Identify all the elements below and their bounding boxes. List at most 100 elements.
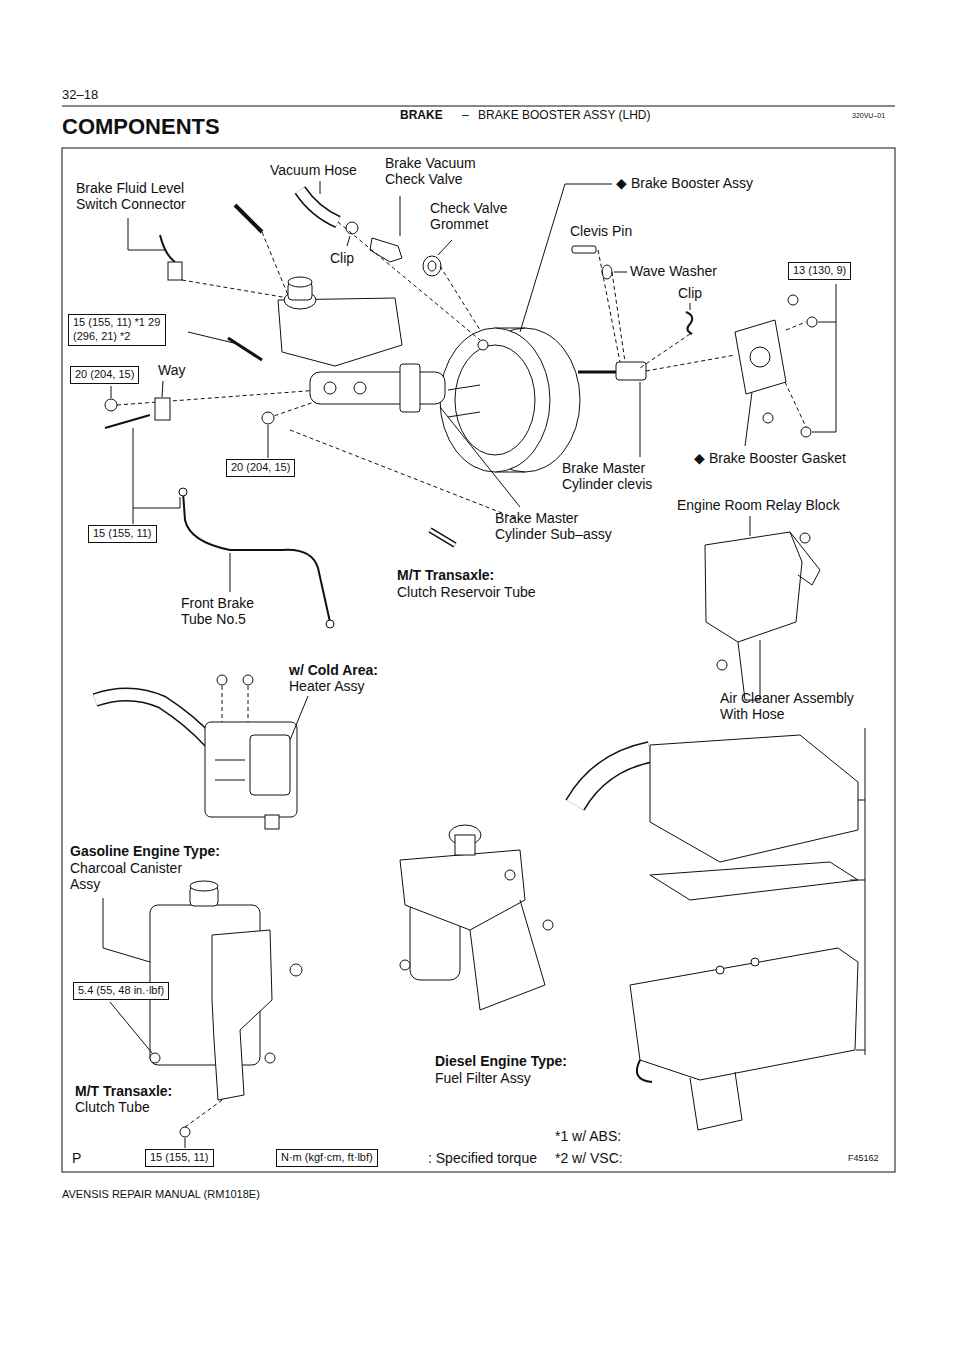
leader-lines-shape	[162, 381, 163, 397]
brake-booster-shape	[602, 265, 612, 279]
assembly-guide-lines-shape	[117, 390, 320, 405]
leader-lines-shape	[111, 386, 112, 398]
leader-lines-shape	[850, 728, 865, 1055]
relay-block-shape	[790, 532, 820, 585]
part-label: Wave Washer	[630, 263, 717, 279]
fuel-filter-shape	[505, 870, 515, 880]
assembly-guide-lines-shape	[785, 382, 806, 427]
assembly-guide-lines-shape	[182, 280, 300, 300]
brake-booster-shape	[788, 295, 798, 305]
part-label: ◆ Brake Booster Assy	[616, 175, 753, 191]
heater-assy-shape	[95, 694, 210, 742]
vacuum-parts-shape	[168, 262, 182, 280]
vacuum-parts-shape	[228, 338, 262, 360]
part-label: M/T Transaxle:	[75, 1083, 172, 1099]
leader-lines-shape	[188, 332, 238, 344]
leader-lines-shape	[438, 240, 452, 255]
part-label: Brake Fluid Level Switch Connector	[76, 180, 216, 212]
leader-lines-shape	[614, 272, 627, 273]
heater-assy-shape	[250, 735, 290, 795]
part-label: Front Brake Tube No.5	[181, 595, 276, 627]
leader-lines-shape	[230, 553, 231, 592]
charcoal-canister-shape	[180, 1127, 190, 1137]
torque-value: 15 (155, 11)	[93, 527, 152, 541]
part-label: Heater Assy	[289, 678, 364, 694]
part-label: Gasoline Engine Type:	[70, 843, 220, 859]
brake-booster-shape	[807, 317, 817, 327]
master-cylinder-shape	[310, 372, 445, 404]
torque-box: 15 (155, 11)	[145, 1149, 214, 1167]
part-label: BRAKE BOOSTER ASSY (LHD)	[478, 109, 651, 123]
fuel-filter-shape	[470, 900, 545, 1010]
assembly-guide-lines-shape	[268, 400, 320, 418]
part-label: Fuel Filter Assy	[435, 1070, 531, 1086]
torque-box: 13 (130, 9)	[788, 262, 851, 280]
page-frame-shape	[62, 106, 895, 107]
torque-value: 20 (204, 15)	[231, 461, 290, 475]
fuel-filter-shape	[543, 920, 553, 930]
brake-booster-shape	[448, 412, 480, 417]
charcoal-canister	[150, 881, 302, 1137]
page-title: COMPONENTS	[62, 114, 220, 139]
vacuum-parts-shape	[428, 261, 436, 271]
fuel-filter-shape	[400, 960, 410, 970]
relay-block-shape	[705, 532, 802, 642]
part-label: Clip	[330, 250, 354, 266]
leader-lines-shape	[103, 898, 150, 962]
relay-block	[705, 532, 820, 700]
leader-lines-shape	[268, 425, 269, 458]
air-cleaner-shape	[575, 752, 650, 805]
part-label: AVENSIS REPAIR MANUAL (RM1018E)	[62, 1188, 260, 1201]
torque-box: N·m (kgf·cm, ft·lbf)	[276, 1149, 378, 1167]
charcoal-canister-shape	[150, 1053, 160, 1063]
charcoal-canister-shape	[190, 881, 218, 891]
air-cleaner-shape	[630, 948, 858, 1080]
heater-assy-shape	[243, 675, 253, 685]
part-label: Check Valve Grommet	[430, 200, 530, 232]
part-label: Vacuum Hose	[270, 162, 357, 178]
vacuum-parts-shape	[370, 238, 402, 262]
part-label: Engine Room Relay Block	[677, 497, 840, 513]
heater-assy	[95, 675, 297, 829]
leader-lines-shape	[812, 284, 836, 432]
brake-booster-shape	[763, 413, 773, 423]
torque-value: 13 (130, 9)	[793, 264, 846, 278]
air-cleaner-shape	[751, 958, 759, 966]
part-label: Clutch Tube	[75, 1099, 150, 1115]
air-cleaner	[575, 735, 858, 1130]
part-label: Way	[158, 362, 185, 378]
leader-lines-shape	[128, 218, 165, 250]
part-label: Brake Master Cylinder clevis	[562, 460, 672, 492]
torque-value: 15 (155, 11) *1 29 (296, 21) *2	[73, 316, 161, 344]
assembly-guide-lines	[117, 222, 806, 520]
master-cylinder-shape	[288, 277, 312, 287]
torque-value: 5.4 (55, 48 in.·lbf)	[78, 984, 164, 998]
torque-box: 15 (155, 11)	[88, 525, 157, 543]
brake-booster-shape	[440, 328, 550, 472]
fuel-filter-shape	[400, 850, 525, 930]
leader-lines-shape	[400, 196, 401, 236]
master-cylinder-shape	[430, 530, 455, 545]
leader-lines-shape	[750, 516, 751, 536]
brake-booster-shape	[455, 345, 535, 455]
brake-booster-shape	[735, 320, 786, 394]
torque-box: 20 (204, 15)	[70, 366, 139, 384]
air-cleaner-shape	[650, 735, 858, 862]
master-cylinder-shape	[354, 382, 366, 394]
vacuum-parts-shape	[160, 235, 175, 262]
leader-lines	[103, 181, 865, 1148]
torque-value: 20 (204, 15)	[75, 368, 134, 382]
assembly-guide-lines-shape	[290, 430, 520, 520]
brake-booster-shape	[478, 340, 488, 350]
part-label: 320VU–01	[852, 112, 885, 120]
heater-assy-shape	[215, 760, 245, 761]
fuel-filter	[400, 825, 553, 1010]
torque-box: 15 (155, 11) *1 29 (296, 21) *2	[68, 314, 166, 346]
brake-booster-shape	[801, 427, 811, 437]
relay-block-shape	[717, 660, 727, 670]
master-cylinder-shape	[105, 415, 150, 428]
brake-booster-shape	[572, 246, 596, 253]
part-label: Charcoal Canister Assy	[70, 860, 195, 892]
leader-lines-shape	[320, 181, 321, 194]
part-label: Brake Master Cylinder Sub–assy	[495, 510, 620, 542]
